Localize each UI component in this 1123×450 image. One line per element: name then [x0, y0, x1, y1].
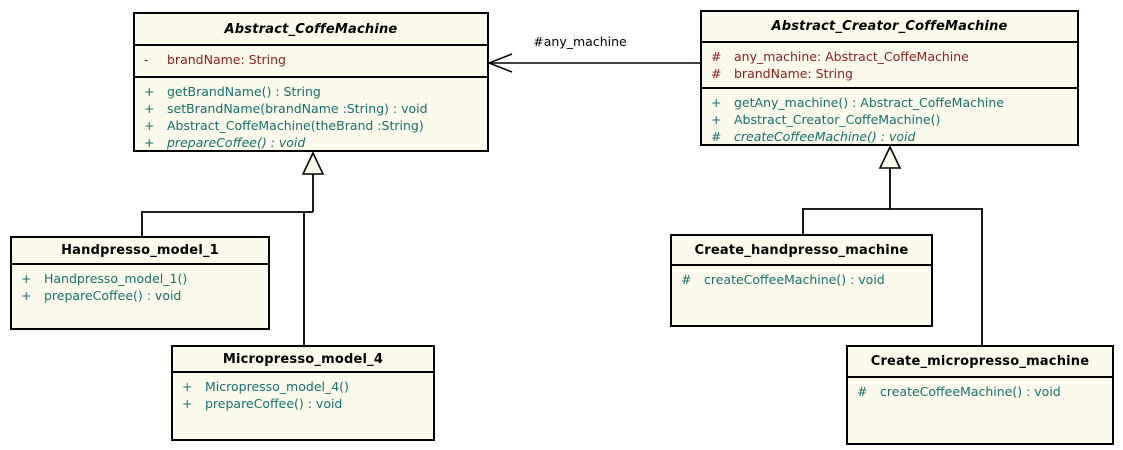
attribute-text: brandName: String [167, 52, 286, 67]
class-create-micropresso-machine[interactable]: Create_micropresso_machine # createCoffe… [846, 345, 1114, 445]
class-title: Micropresso_model_4 [173, 347, 433, 373]
visibility-marker: + [182, 396, 193, 411]
attributes-compartment: - brandName: String [135, 46, 487, 78]
operation-text: createCoffeeMachine() : void [734, 129, 916, 144]
operations-compartment: # createCoffeeMachine() : void [848, 378, 1112, 443]
attribute-row: # any_machine: Abstract_CoffeMachine [702, 48, 1077, 65]
operation-text: setBrandName(brandName :String) : void [167, 101, 428, 116]
operation-row: + Abstract_Creator_CoffeMachine() [702, 111, 1077, 128]
operation-text: getAny_machine() : Abstract_CoffeMachine [734, 95, 1005, 110]
attribute-text: any_machine: Abstract_CoffeMachine [734, 49, 969, 64]
operations-compartment: + Handpresso_model_1() + prepareCoffee()… [12, 265, 268, 328]
visibility-marker: # [711, 129, 722, 144]
generalization-right[interactable] [802, 145, 983, 346]
operation-text: prepareCoffee() : void [167, 135, 306, 150]
attribute-row: # brandName: String [702, 65, 1077, 82]
class-handpresso-model-1[interactable]: Handpresso_model_1 + Handpresso_model_1(… [10, 236, 270, 330]
operation-text: getBrandName() : String [167, 84, 321, 99]
visibility-marker: - [144, 52, 149, 67]
class-title: Create_handpresso_machine [672, 236, 931, 266]
operation-row: # createCoffeeMachine() : void [672, 271, 931, 288]
association-any-machine[interactable] [486, 53, 700, 73]
operation-row: + prepareCoffee() : void [12, 287, 268, 304]
operation-row: + Handpresso_model_1() [12, 270, 268, 287]
generalization-left[interactable] [141, 151, 325, 345]
visibility-marker: # [681, 272, 692, 287]
class-title: Handpresso_model_1 [12, 238, 268, 265]
class-abstract-coffemachine[interactable]: Abstract_CoffeMachine - brandName: Strin… [133, 12, 489, 152]
attribute-row: - brandName: String [135, 51, 487, 68]
operation-row: + Abstract_CoffeMachine(theBrand :String… [135, 117, 487, 134]
operation-row: # createCoffeeMachine() : void [848, 383, 1112, 400]
visibility-marker: # [857, 384, 868, 399]
triangle-arrowhead-icon [301, 151, 325, 175]
triangle-arrowhead-icon [878, 145, 902, 169]
attributes-compartment: # any_machine: Abstract_CoffeMachine # b… [702, 43, 1077, 89]
operation-text: prepareCoffee() : void [44, 288, 182, 303]
visibility-marker: # [711, 66, 722, 81]
visibility-marker: + [711, 112, 722, 127]
operation-row-abstract: # createCoffeeMachine() : void [702, 128, 1077, 145]
class-title: Create_micropresso_machine [848, 347, 1112, 378]
open-arrowhead-icon [486, 53, 513, 73]
operations-compartment: + Micropresso_model_4() + prepareCoffee(… [173, 373, 433, 439]
visibility-marker: + [144, 135, 155, 150]
class-title: Abstract_Creator_CoffeMachine [702, 12, 1077, 43]
operation-text: createCoffeeMachine() : void [704, 272, 885, 287]
attribute-text: brandName: String [734, 66, 853, 81]
operation-row: + setBrandName(brandName :String) : void [135, 100, 487, 117]
visibility-marker: + [21, 288, 32, 303]
operation-text: Micropresso_model_4() [205, 379, 349, 394]
class-create-handpresso-machine[interactable]: Create_handpresso_machine # createCoffee… [670, 234, 933, 327]
visibility-marker: + [182, 379, 193, 394]
visibility-marker: + [21, 271, 32, 286]
class-micropresso-model-4[interactable]: Micropresso_model_4 + Micropresso_model_… [171, 345, 435, 441]
operation-row-abstract: + prepareCoffee() : void [135, 134, 487, 151]
operation-row: + getBrandName() : String [135, 83, 487, 100]
operations-compartment: # createCoffeeMachine() : void [672, 266, 931, 325]
visibility-marker: + [144, 118, 155, 133]
operation-row: + getAny_machine() : Abstract_CoffeMachi… [702, 94, 1077, 111]
operation-row: + Micropresso_model_4() [173, 378, 433, 395]
operation-row: + prepareCoffee() : void [173, 395, 433, 412]
class-title: Abstract_CoffeMachine [135, 14, 487, 46]
class-abstract-creator-coffemachine[interactable]: Abstract_Creator_CoffeMachine # any_mach… [700, 10, 1079, 146]
operation-text: Abstract_CoffeMachine(theBrand :String) [167, 118, 424, 133]
operation-text: createCoffeeMachine() : void [880, 384, 1061, 399]
operations-compartment: + getAny_machine() : Abstract_CoffeMachi… [702, 89, 1077, 145]
association-label[interactable]: #any_machine [533, 34, 627, 49]
operation-text: Handpresso_model_1() [44, 271, 188, 286]
visibility-marker: + [144, 101, 155, 116]
operation-text: prepareCoffee() : void [205, 396, 343, 411]
visibility-marker: + [711, 95, 722, 110]
operation-text: Abstract_Creator_CoffeMachine() [734, 112, 941, 127]
operations-compartment: + getBrandName() : String + setBrandName… [135, 78, 487, 151]
visibility-marker: + [144, 84, 155, 99]
visibility-marker: # [711, 49, 722, 64]
